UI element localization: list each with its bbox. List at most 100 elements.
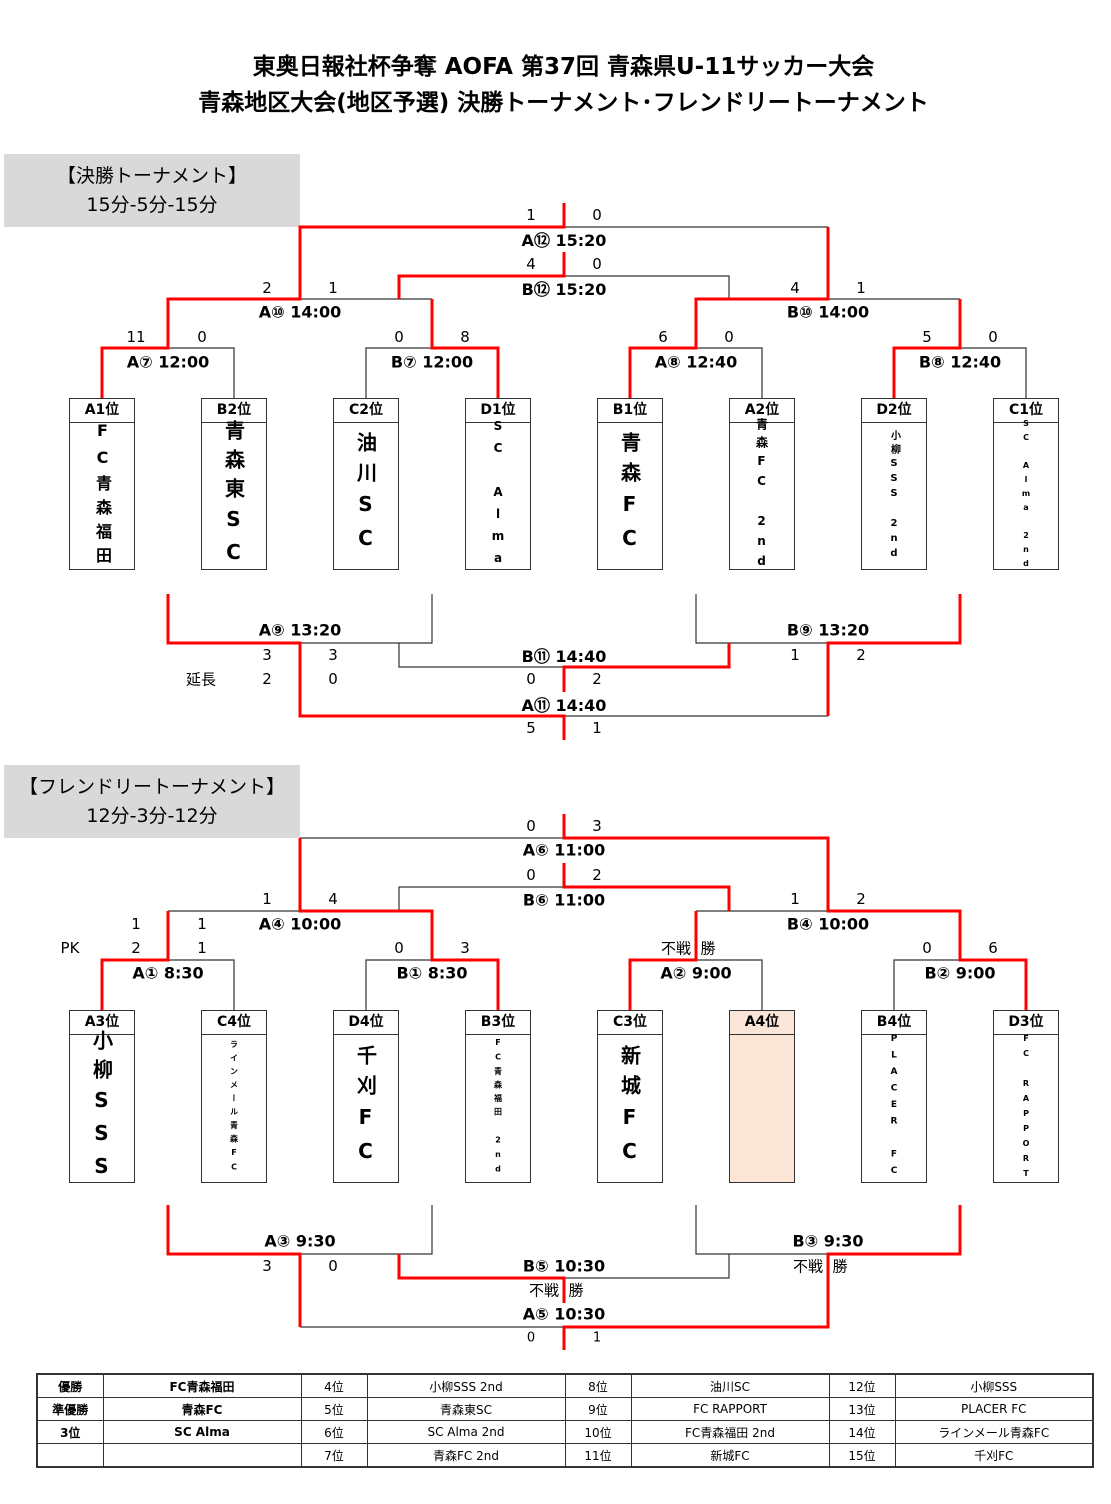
score: 0 [197, 328, 207, 346]
team-box: A3位小柳SSS [69, 1010, 135, 1187]
score: 6 [988, 939, 998, 957]
friendly-section-header: 【フレンドリートーナメント】 12分-3分-12分 [4, 765, 300, 838]
match-A12-label: A⑫ 15:20 [521, 231, 607, 250]
match-A11-label: A⑪ 14:40 [521, 696, 607, 715]
team-box: B3位 FC青森福田 2nd [465, 1010, 531, 1183]
rank: 13位 [828, 1397, 896, 1421]
match-A5-label: A⑤ 10:30 [522, 1304, 606, 1324]
team-seed: D1位 [466, 399, 530, 423]
score: 3 [328, 646, 338, 664]
team: 小柳SSS [894, 1373, 1094, 1398]
match-B9-label: B⑨ 13:20 [786, 620, 870, 640]
match-A8-label: A⑧ 12:40 [654, 352, 738, 372]
score: 3 [460, 939, 470, 957]
team-name: 青森FC 2nd [754, 418, 769, 574]
team-seed: C1位 [994, 399, 1058, 423]
score: 勝 [832, 1257, 848, 1276]
team-name: 油川SC [353, 432, 378, 560]
team-name: 小柳SSS 2nd [888, 429, 900, 563]
team-name: FC青森福田 [93, 421, 112, 571]
extra-time-label: 延長 [185, 670, 217, 689]
team: 千刈FC [894, 1443, 1094, 1468]
team-name: FC青森福田 2nd [493, 1038, 503, 1179]
pk-label: PK [60, 939, 80, 957]
team-name: FC RAPPORT [1021, 1033, 1031, 1184]
team-box: C4位ラインメール青森FC [201, 1010, 267, 1183]
team-seed: B3位 [466, 1011, 530, 1035]
team-name: 小柳SSS [89, 1030, 114, 1187]
score: 1 [526, 206, 536, 224]
team-seed: D3位 [994, 1011, 1058, 1035]
score: 勝 [568, 1281, 584, 1300]
score: 5 [922, 328, 932, 346]
rank [36, 1443, 104, 1468]
team-name: PLACER FC [889, 1034, 899, 1183]
team: SC Alma 2nd [366, 1420, 566, 1444]
team: FC青森福田 [102, 1373, 302, 1398]
team: 青森東SC [366, 1397, 566, 1421]
team-box: D2位小柳SSS 2nd [861, 398, 927, 570]
team-seed: A2位 [730, 399, 794, 423]
team-box: A2位青森FC 2nd [729, 398, 795, 574]
match-B3-label: B③ 9:30 [792, 1231, 864, 1251]
team: 青森FC 2nd [366, 1443, 566, 1468]
score: 0 [394, 328, 404, 346]
score: 0 [922, 939, 932, 957]
rank: 14位 [828, 1420, 896, 1444]
friendly-heading: 【フレンドリートーナメント】 [18, 776, 285, 798]
table-row: 7位青森FC 2nd 11位新城FC 15位千刈FC [36, 1443, 1094, 1468]
match-A9-label: A⑨ 13:20 [258, 620, 342, 640]
team: 新城FC [630, 1443, 830, 1468]
score: 6 [658, 328, 668, 346]
score: 3 [262, 1257, 272, 1275]
rank: 10位 [564, 1420, 632, 1444]
rank: 11位 [564, 1443, 632, 1468]
team-box: B1位青森FC [597, 398, 663, 570]
score: 1 [197, 915, 207, 933]
rank: 5位 [300, 1397, 368, 1421]
match-A4-label: A④ 10:00 [258, 914, 342, 934]
score: 2 [262, 670, 272, 688]
loser-lines [168, 226, 1027, 1328]
score: 8 [460, 328, 470, 346]
match-B4-label: B④ 10:00 [786, 914, 870, 934]
team: 青森FC [102, 1397, 302, 1421]
score: 5 [526, 719, 536, 737]
rank: 3位 [36, 1420, 104, 1444]
score: 0 [526, 670, 536, 688]
score: 0 [328, 670, 338, 688]
match-A7-label: A⑦ 12:00 [126, 352, 210, 372]
team: PLACER FC [894, 1397, 1094, 1421]
score: 勝 [700, 939, 716, 958]
team-seed: A1位 [70, 399, 134, 423]
match-A6-label: A⑥ 11:00 [522, 840, 606, 860]
final-format: 15分-5分-15分 [86, 194, 218, 216]
team-name: SC Alma [491, 419, 505, 573]
score: 3 [592, 817, 602, 835]
winner-lines [100, 203, 1028, 1350]
score: 不戦 [792, 1257, 824, 1276]
team-name: ラインメール青森FC [229, 1040, 239, 1177]
match-A2-label: A② 9:00 [660, 963, 732, 983]
score: 2 [262, 279, 272, 297]
score: 11 [126, 328, 146, 346]
score: 0 [394, 939, 404, 957]
score: 4 [790, 279, 800, 297]
score: 1 [197, 939, 207, 957]
match-B10-label: B⑩ 14:00 [786, 302, 870, 322]
score: 4 [526, 255, 536, 273]
score: 2 [856, 646, 866, 664]
team-name: 新城FC [617, 1044, 642, 1173]
score: 2 [592, 670, 602, 688]
team-seed: A3位 [70, 1011, 134, 1035]
score: 1 [790, 890, 800, 908]
team-seed: C2位 [334, 399, 398, 423]
score: 1 [592, 719, 602, 737]
score: 2 [131, 939, 141, 957]
team [102, 1443, 302, 1468]
team-name: 青森東SC [221, 419, 246, 573]
